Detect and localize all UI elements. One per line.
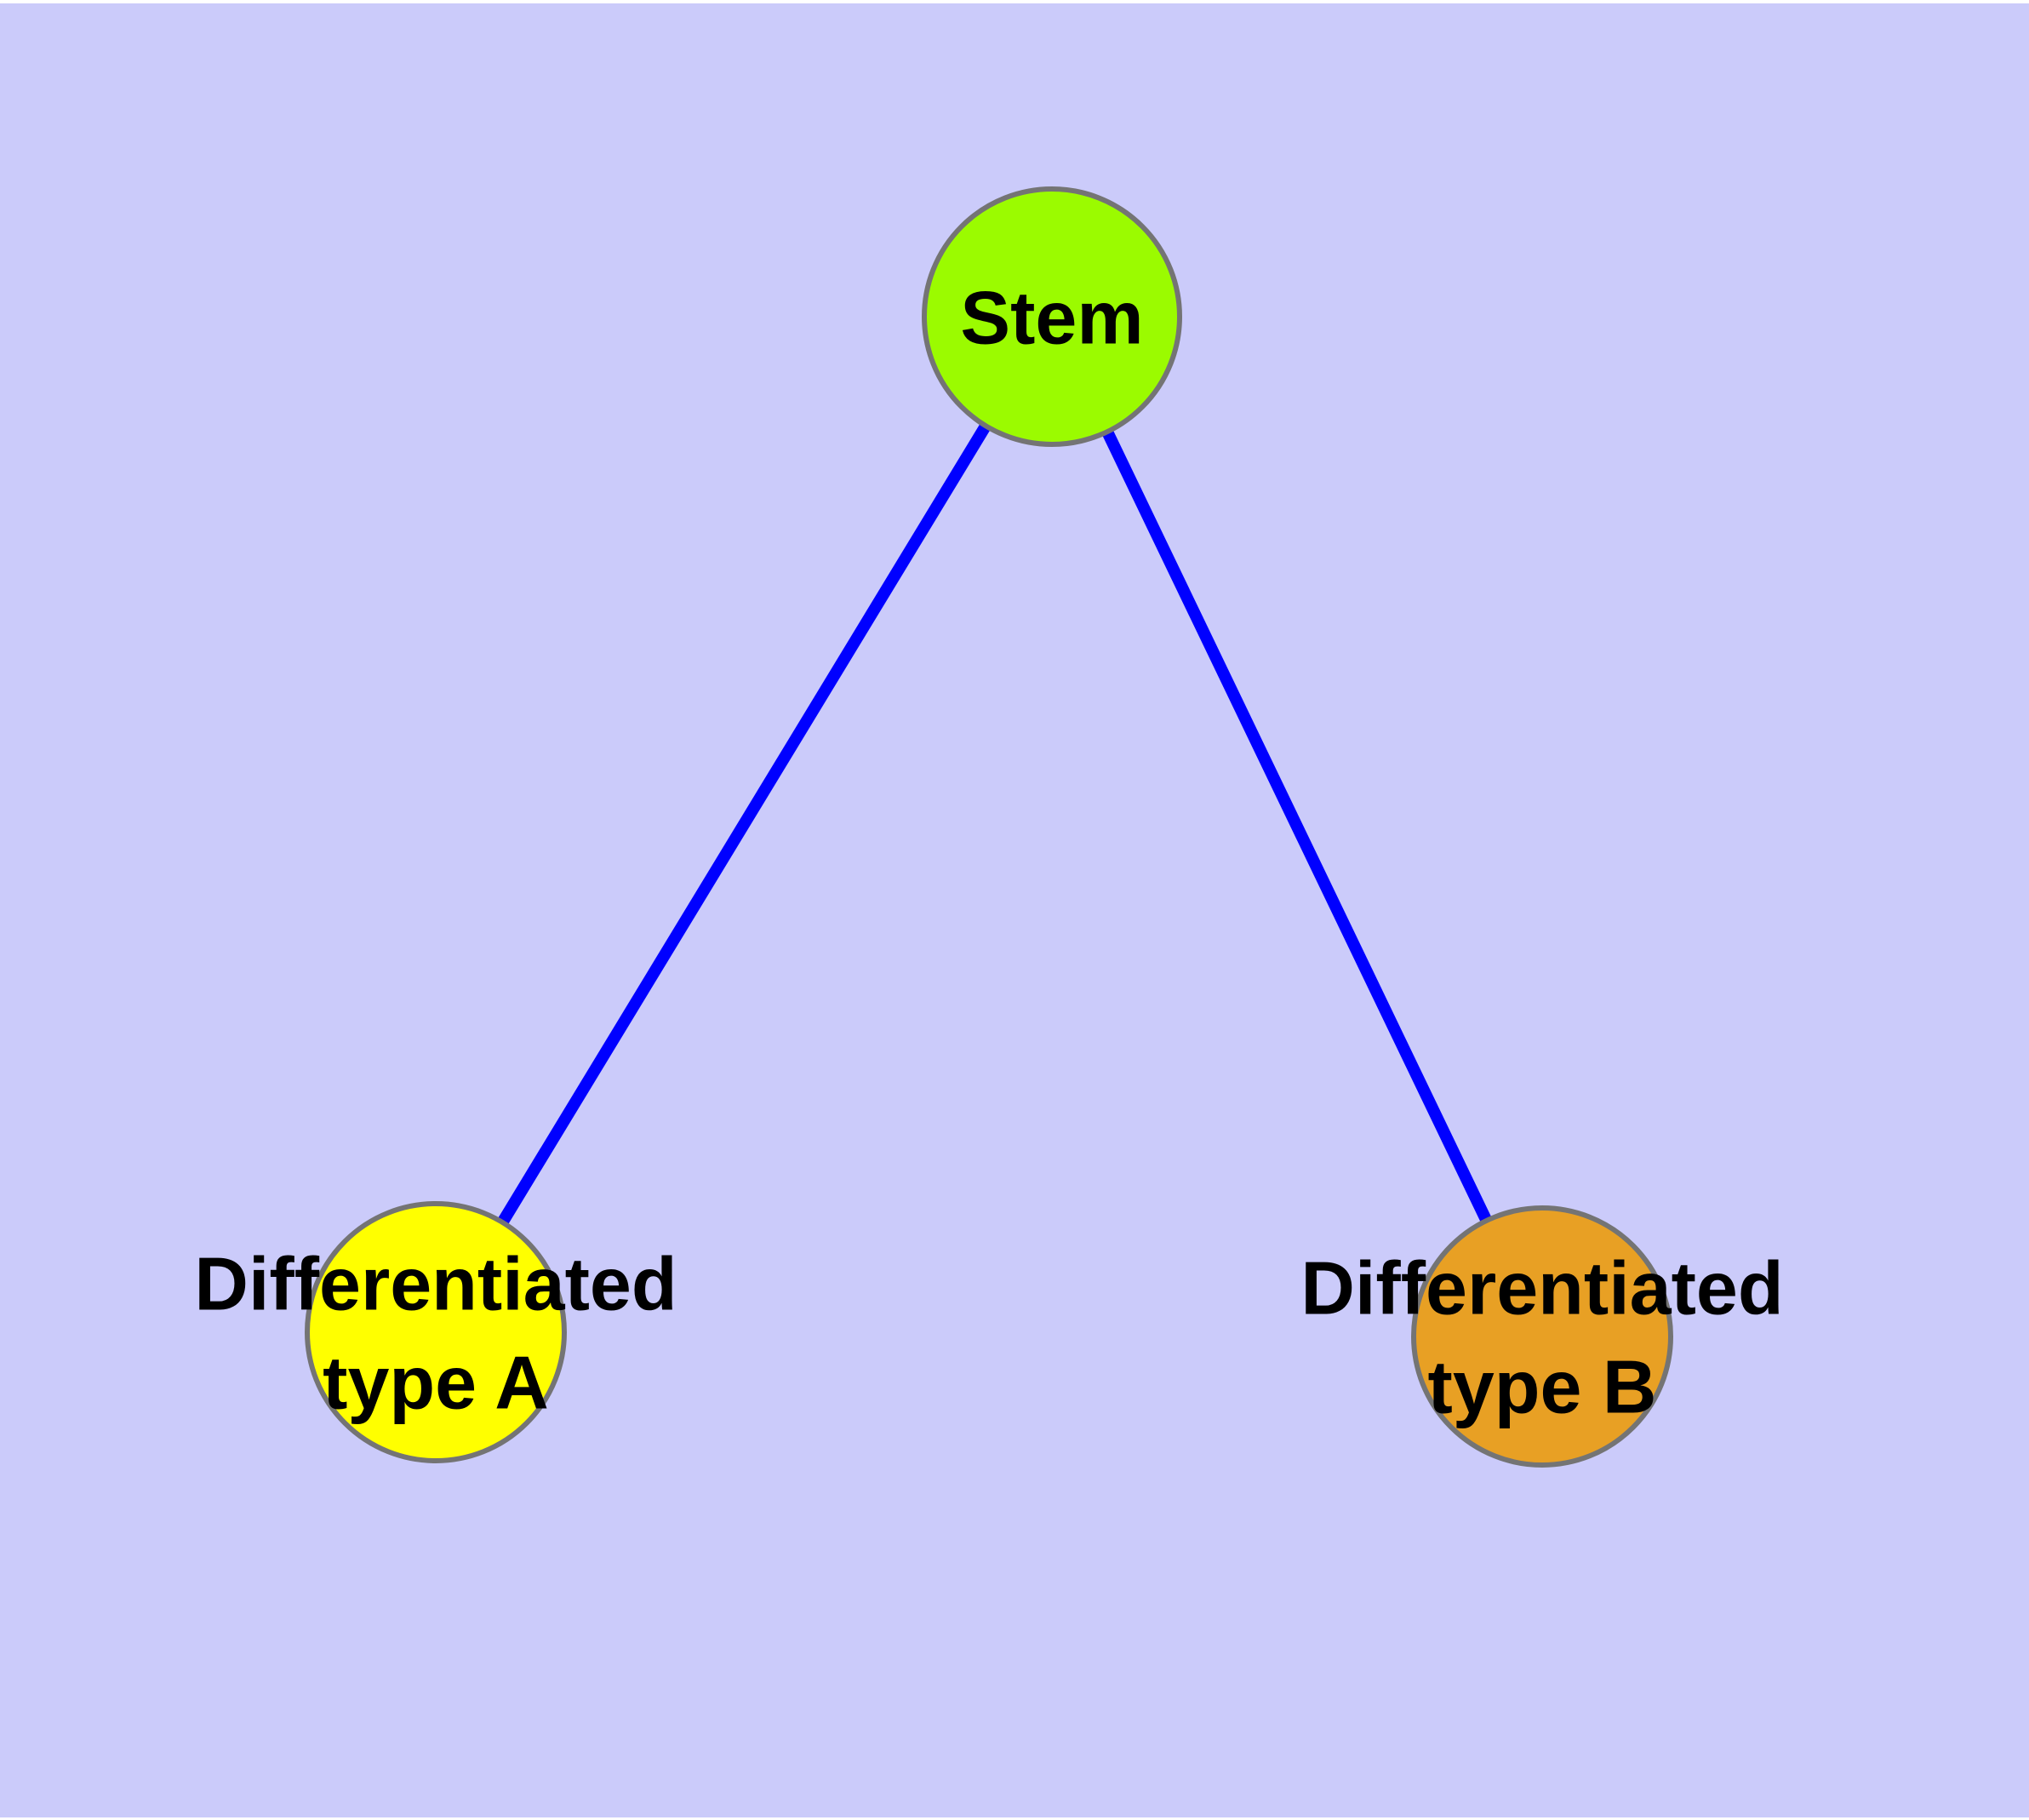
node-label-stem: Stem — [960, 276, 1143, 360]
canvas-bottom-frame — [0, 1817, 2029, 1820]
edge-stem-to-differentiated-type-a — [431, 313, 1057, 1336]
node-differentiated-type-a — [305, 1201, 567, 1463]
node-differentiated-type-b — [1411, 1205, 1673, 1468]
canvas-top-frame — [0, 0, 2029, 3]
node-stem — [922, 186, 1182, 447]
edge-stem-to-differentiated-type-b — [1046, 313, 1548, 1340]
